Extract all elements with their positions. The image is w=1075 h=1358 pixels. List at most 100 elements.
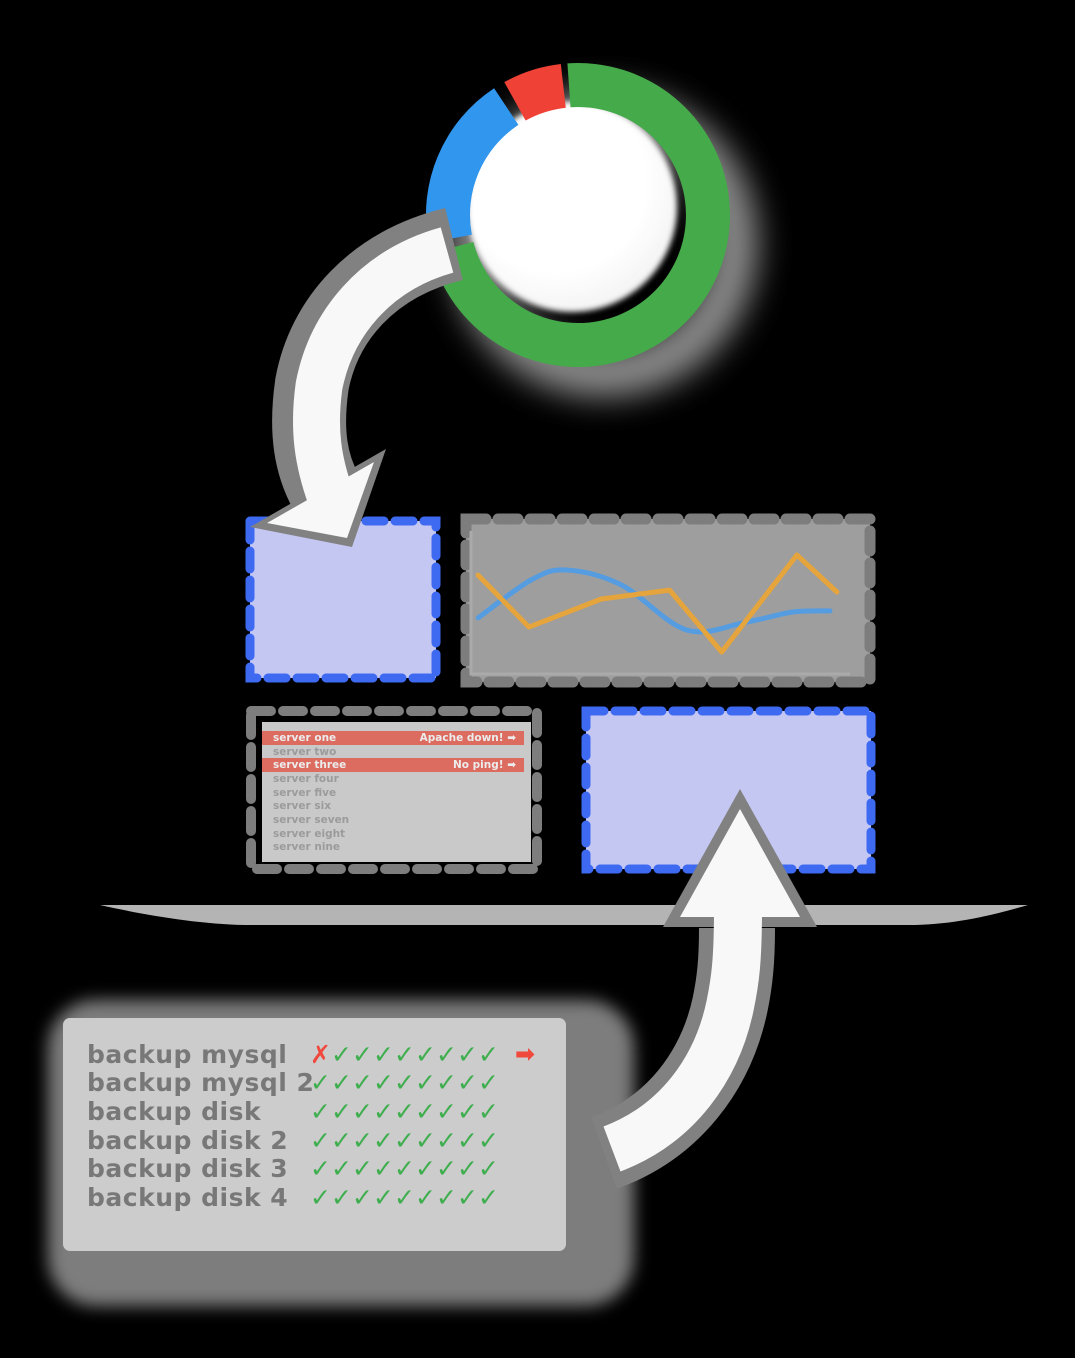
check-icon: ✓ [415,1068,436,1098]
divider-bar [100,905,1028,925]
check-icon: ✓ [478,1096,499,1126]
check-icon: ✓ [457,1154,478,1184]
check-icon: ✓ [394,1182,415,1212]
check-icon: ✓ [436,1096,457,1126]
check-icon: ✓ [394,1039,415,1069]
check-icon: ✓ [457,1182,478,1212]
donut-segment [425,88,519,243]
check-icon: ✓ [415,1125,436,1155]
server-name: server three [273,759,347,772]
check-icon: ✓ [373,1154,394,1184]
check-icon: ✓ [478,1154,499,1184]
check-icon: ✓ [478,1125,499,1155]
server-row: server four [262,772,524,786]
server-row: server nine [262,841,524,855]
donut-segment [430,63,730,368]
arrow-donut-to-box [250,208,464,547]
check-icon: ✓ [415,1182,436,1212]
backup-row: backup disk 4✓✓✓✓✓✓✓✓✓ [63,1183,566,1212]
backup-status-panel: backup mysql✗✓✓✓✓✓✓✓✓➡backup mysql 2✓✓✓✓… [63,1018,566,1251]
backup-row: backup disk 3✓✓✓✓✓✓✓✓✓ [63,1154,566,1183]
backup-task-name: backup disk 4 [87,1182,289,1212]
donut-hole [467,102,677,312]
donut-shadow [450,89,758,397]
chart-axes [469,531,850,676]
backup-task-name: backup mysql [87,1039,288,1069]
check-icon: ✓ [331,1096,352,1126]
backup-task-name: backup disk 2 [87,1125,289,1155]
server-name: server six [273,800,331,813]
check-icon: ✓ [331,1154,352,1184]
check-icon: ✓ [436,1125,457,1155]
backup-row: backup disk 2✓✓✓✓✓✓✓✓✓ [63,1126,566,1155]
server-row: server three No ping! ➡ [262,758,524,773]
check-icon: ✓ [373,1039,394,1069]
donut-chart [425,63,758,397]
check-icon: ✓ [457,1125,478,1155]
check-icon: ✓ [331,1068,352,1098]
check-icon: ✓ [457,1039,478,1069]
backup-task-name: backup disk [87,1096,262,1126]
server-name: server five [273,786,337,799]
chart-box-frame [460,513,876,688]
check-icon: ✓ [394,1125,415,1155]
sparkline-blue [475,567,833,635]
check-icon: ✓ [352,1182,373,1212]
server-row: server six [262,799,524,813]
check-icon: ✓ [394,1096,415,1126]
server-row: server five [262,786,524,800]
check-icon: ✓ [331,1039,352,1069]
check-icon: ✓ [352,1096,373,1126]
check-icon: ✓ [310,1096,331,1126]
check-icon: ✓ [478,1039,499,1069]
check-icon: ✓ [352,1125,373,1155]
check-icon: ✓ [352,1154,373,1184]
check-icon: ✓ [415,1039,436,1069]
check-icon: ✓ [352,1039,373,1069]
server-name: server nine [273,841,341,854]
server-name: server one [273,731,337,744]
server-name: server four [273,772,339,785]
check-icon: ✓ [436,1068,457,1098]
placeholder-box-2 [581,706,876,874]
check-icon: ✓ [457,1068,478,1098]
alert-arrow-icon: ➡ [515,1040,536,1069]
sparkline-chart-box [460,513,876,688]
server-row: server eight [262,827,524,841]
server-status: Apache down! ➡ [419,731,516,744]
backup-task-name: backup mysql 2 [87,1068,315,1098]
check-icon: ✓ [331,1125,352,1155]
check-icon: ✓ [373,1068,394,1098]
check-icon: ✓ [373,1125,394,1155]
check-icon: ✓ [415,1096,436,1126]
server-row: server seven [262,813,524,827]
server-status: No ping! ➡ [452,759,516,772]
backup-row: backup disk✓✓✓✓✓✓✓✓✓ [63,1097,566,1126]
arrow-backup-to-box [590,789,817,1189]
sparkline-orange [475,552,840,655]
check-icon: ✓ [352,1068,373,1098]
check-icon: ✓ [436,1039,457,1069]
check-icon: ✓ [394,1154,415,1184]
check-icon: ✓ [310,1125,331,1155]
server-name: server seven [273,813,350,826]
check-icon: ✓ [457,1096,478,1126]
check-icon: ✓ [436,1154,457,1184]
check-icon: ✓ [331,1182,352,1212]
server-row: server two [262,745,524,759]
check-icon: ✓ [373,1182,394,1212]
check-icon: ✓ [394,1068,415,1098]
donut-segment [504,64,566,121]
check-icon: ✓ [373,1096,394,1126]
check-icon: ✓ [436,1182,457,1212]
server-row: server one Apache down! ➡ [262,731,524,745]
placeholder-box-1 [245,516,441,683]
check-icon: ✓ [310,1154,331,1184]
backup-row: backup mysql 2✓✓✓✓✓✓✓✓✓ [63,1068,566,1098]
backup-task-name: backup disk 3 [87,1154,289,1184]
check-icon: ✓ [310,1068,331,1098]
fail-icon: ✗ [310,1039,331,1069]
check-icon: ✓ [310,1182,331,1212]
